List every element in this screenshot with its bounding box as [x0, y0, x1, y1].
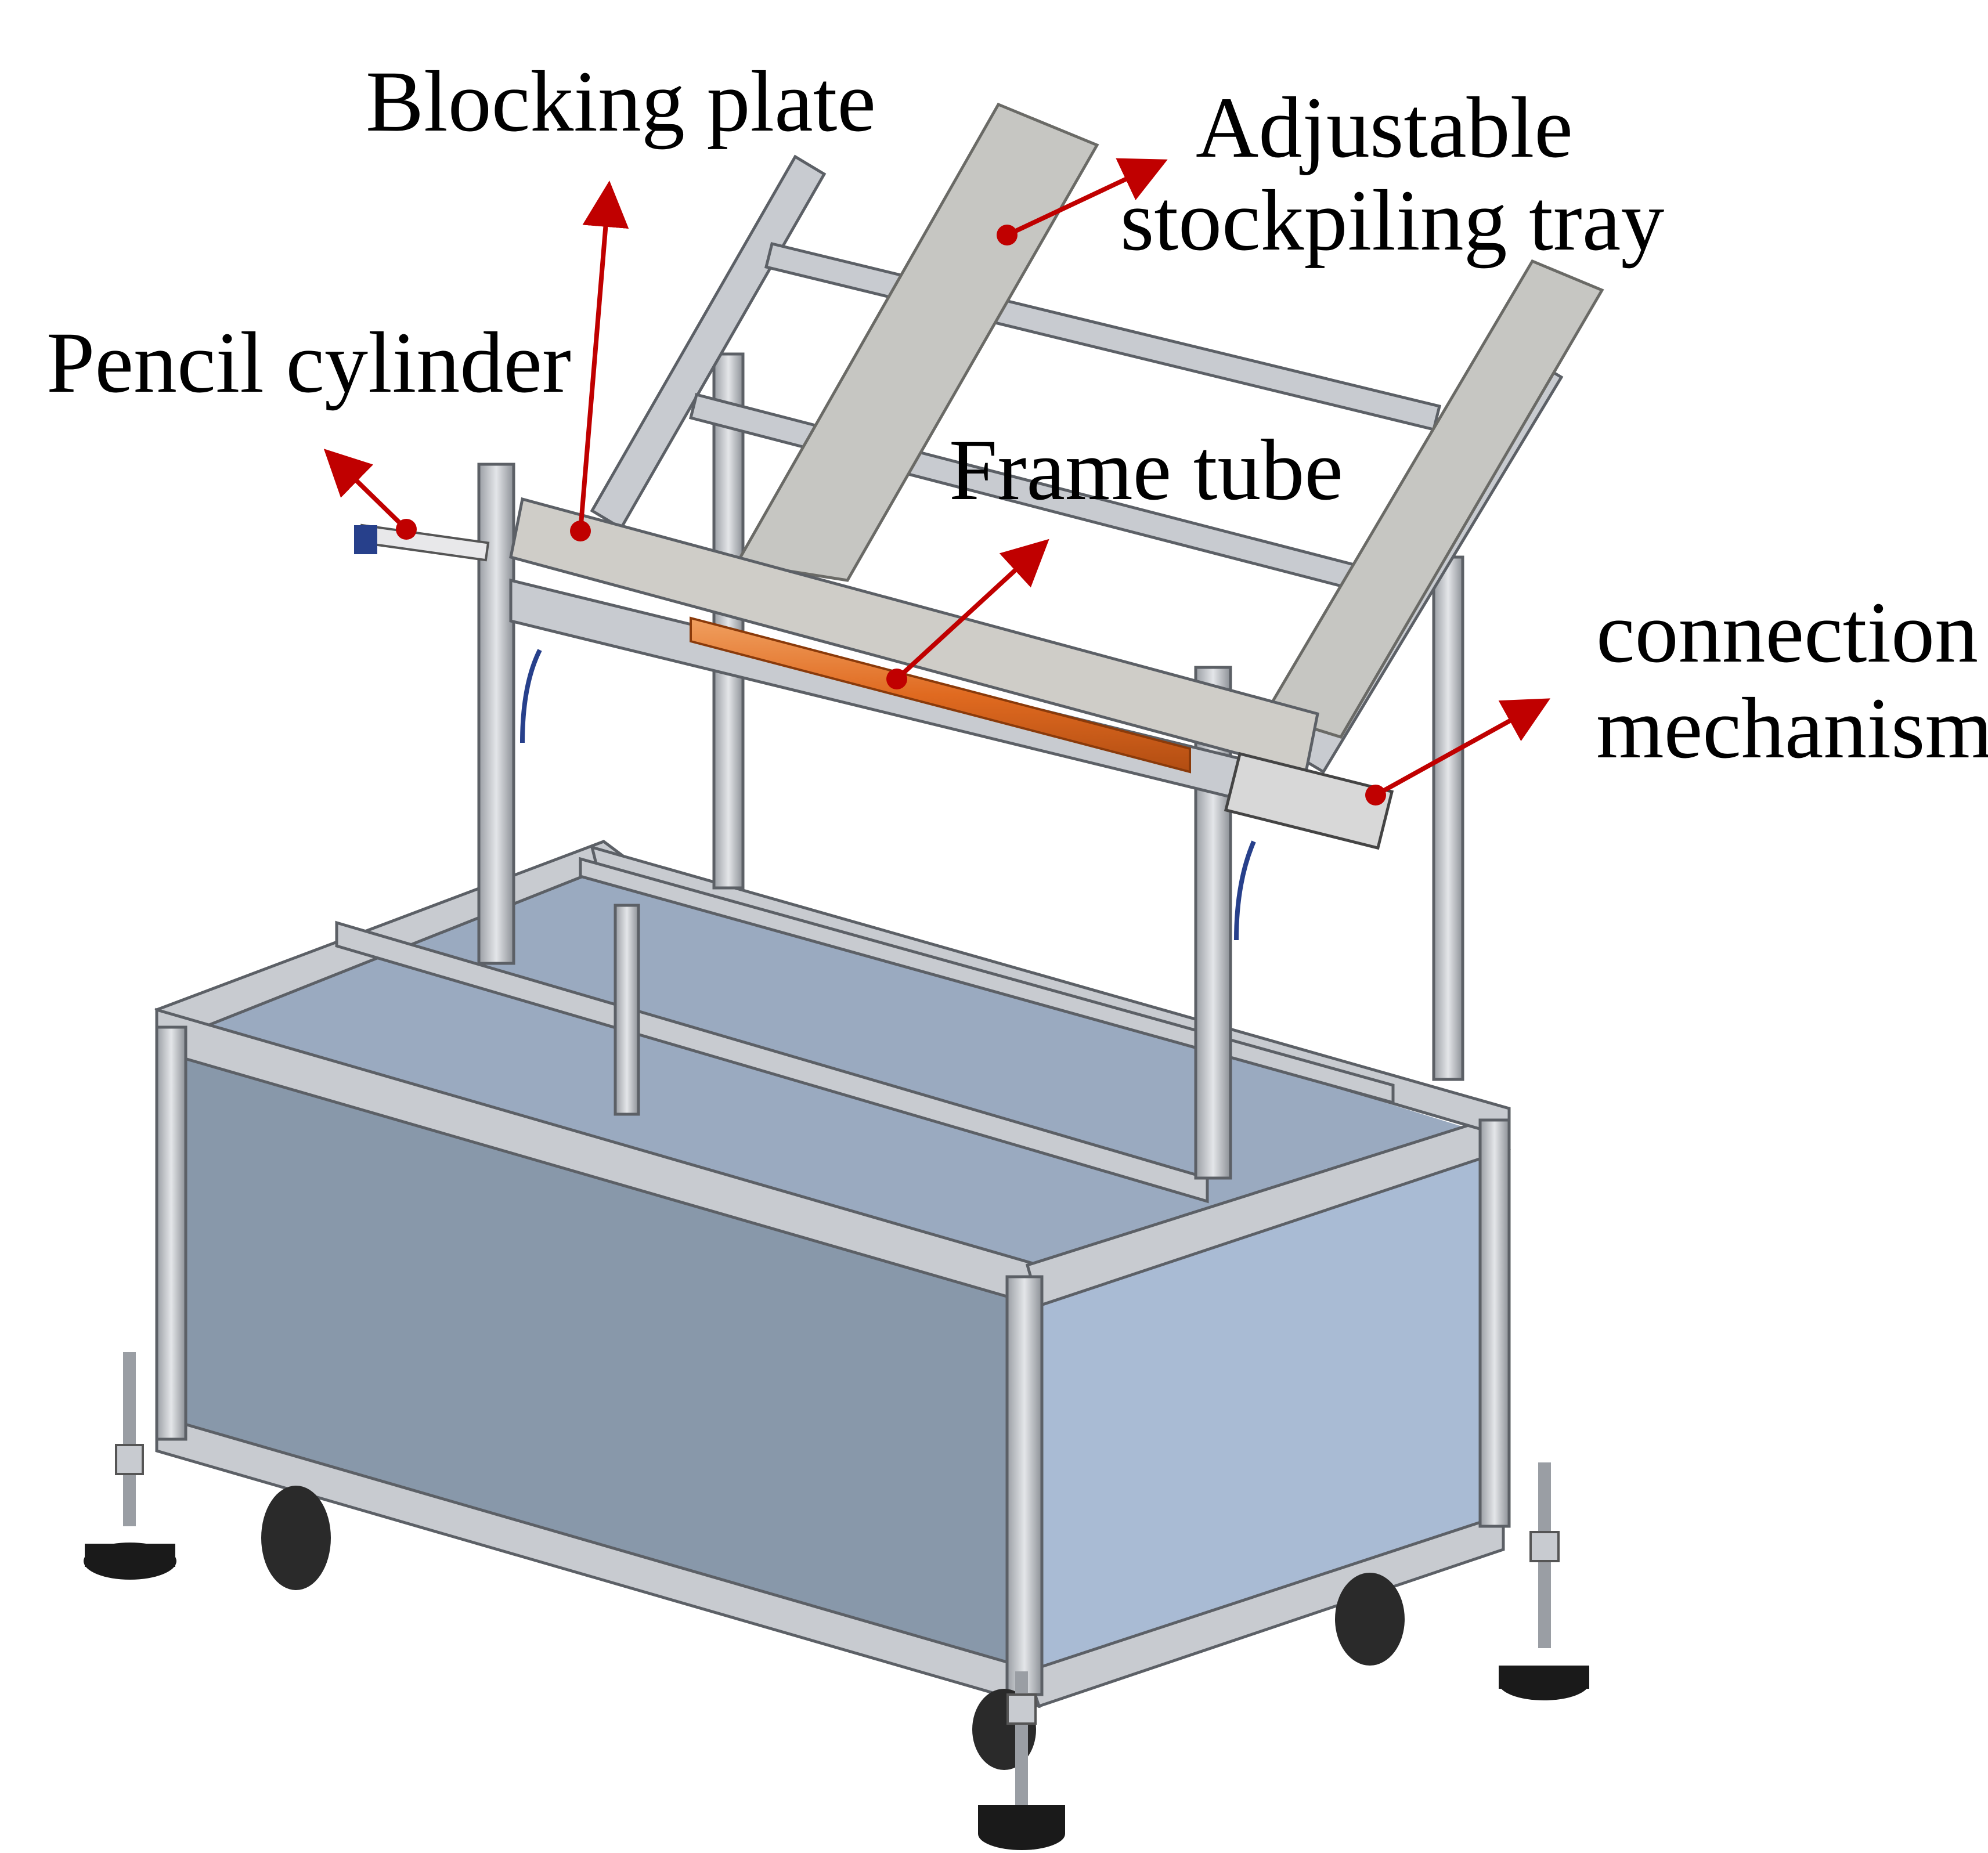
labels: Blocking plate Adjustable stockpiling tr…	[46, 53, 1988, 776]
cart-body	[84, 840, 1589, 1850]
blue-support-left	[520, 649, 542, 743]
blue-support-right	[1234, 840, 1256, 941]
stockpiling-tray-left	[735, 102, 1099, 582]
label-adjustable-line2: stockpiling tray	[1120, 172, 1664, 269]
annotation-arrows	[323, 158, 1550, 806]
upright-posts	[477, 352, 1464, 1180]
connection-block	[1224, 752, 1394, 850]
label-connection-line2: mechanism	[1596, 680, 1988, 776]
top-rails	[154, 840, 1511, 1308]
label-connection-line1: connection	[1596, 584, 1978, 681]
arrow-blocking-plate	[570, 180, 629, 541]
frame-tube	[690, 616, 1191, 774]
arrow-adjustable-tray	[997, 158, 1168, 245]
label-pencil-cylinder: Pencil cylinder	[46, 315, 571, 411]
label-adjustable-line1: Adjustable	[1196, 80, 1573, 176]
corner-posts	[155, 904, 1511, 1696]
arrow-connection-mechanism	[1365, 698, 1550, 806]
upper-frame	[354, 102, 1604, 1180]
arrow-pencil-cylinder	[323, 449, 417, 540]
pencil-cylinder-part	[354, 523, 490, 562]
arrow-frame-tube	[886, 539, 1049, 689]
label-frame-tube: Frame tube	[949, 422, 1343, 518]
leveling-feet	[84, 1352, 1589, 1850]
label-blocking-plate: Blocking plate	[366, 53, 876, 150]
